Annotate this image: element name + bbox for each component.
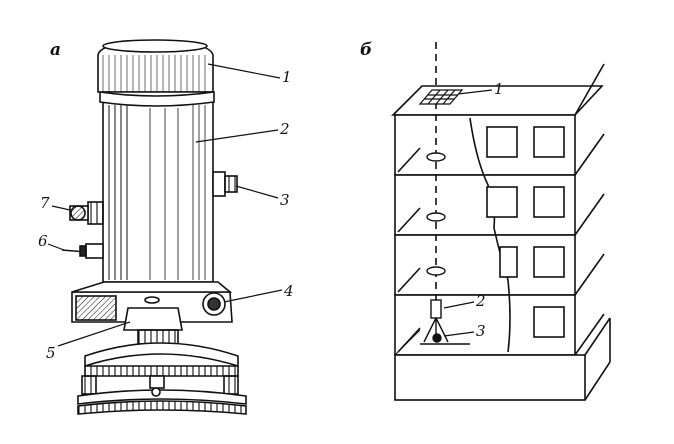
slab-opening (426, 152, 446, 162)
callout-leaders-b (443, 89, 493, 337)
leader-7a (51, 205, 71, 211)
callout-a-3: 3 (280, 191, 290, 209)
slab-opening (426, 266, 446, 276)
callout-b-1: 1 (494, 80, 504, 98)
tribrach-plate (84, 342, 239, 368)
target-grid (418, 89, 464, 105)
leader-3a (235, 185, 279, 199)
leader-5a (57, 321, 131, 347)
small-instrument (430, 299, 442, 319)
building-foundation (394, 354, 586, 401)
leader-6a (47, 243, 65, 251)
leader-3b (443, 331, 475, 337)
callout-a-1: 1 (282, 68, 292, 86)
callout-a-6: 6 (38, 232, 48, 250)
leader-1a (207, 63, 281, 79)
panel-label-b: б (360, 40, 373, 60)
plummet-on-tripod (420, 299, 470, 345)
callout-b-3: 3 (476, 322, 486, 340)
building-drawing (391, 63, 611, 401)
callout-a-2: 2 (280, 120, 290, 138)
leader-4a (223, 289, 283, 303)
slab-openings (426, 152, 446, 276)
callout-a-5: 5 (46, 344, 56, 362)
leader-2b (443, 301, 475, 309)
callout-a-7: 7 (40, 194, 50, 212)
leader-1b (457, 89, 493, 95)
callout-leaders-a (47, 63, 283, 347)
callout-a-4: 4 (284, 282, 294, 300)
slab-opening (426, 212, 446, 222)
instrument-drawing (61, 39, 247, 415)
panel-label-a: а (50, 40, 62, 60)
callout-b-2: 2 (476, 292, 486, 310)
leader-2a (195, 129, 279, 143)
